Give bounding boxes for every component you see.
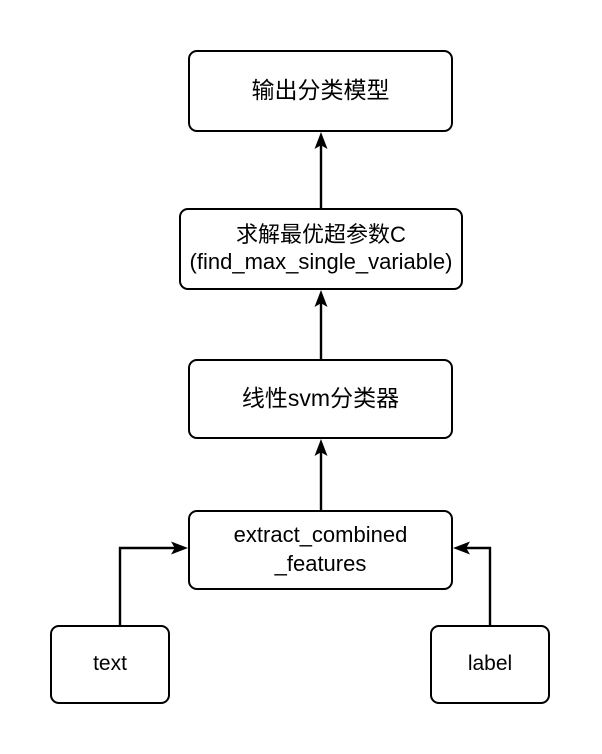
node-extract-combined-features[interactable]: extract_combined _features — [188, 510, 453, 590]
node-hyperparam-label: 求解最优超参数C (find_max_single_variable) — [189, 222, 453, 274]
node-label-label: label — [467, 652, 513, 676]
node-label-input[interactable]: label — [430, 625, 550, 704]
node-output-label: 输出分类模型 — [251, 77, 390, 104]
edge-label-to-extract — [453, 541, 492, 625]
node-extract-label: extract_combined _features — [233, 522, 408, 576]
node-solve-optimal-hyperparameter[interactable]: 求解最优超参数C (find_max_single_variable) — [179, 208, 463, 290]
node-text-label: text — [93, 652, 127, 676]
edge-text-to-extract — [118, 541, 188, 625]
node-linear-svm-classifier[interactable]: 线性svm分类器 — [188, 359, 453, 439]
node-text-input[interactable]: text — [50, 625, 170, 704]
edge-hyperparam-to-output — [314, 132, 328, 208]
edge-extract-to-svm — [314, 439, 328, 510]
edge-svm-to-hyperparam — [314, 290, 328, 359]
node-svm-label: 线性svm分类器 — [241, 385, 400, 412]
node-output-classification-model[interactable]: 输出分类模型 — [188, 50, 453, 132]
